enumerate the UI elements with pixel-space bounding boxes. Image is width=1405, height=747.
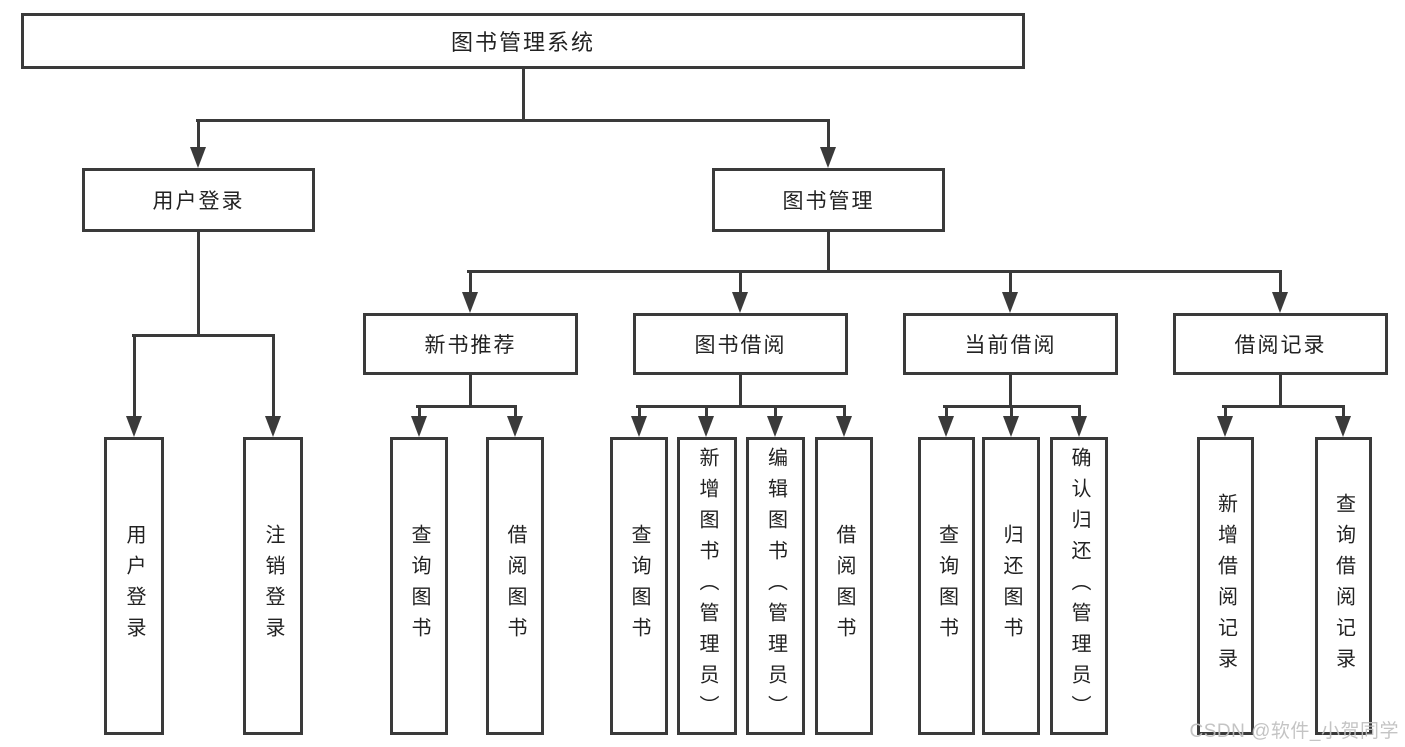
- connector-line: [943, 405, 1081, 408]
- leaf-edit-book-admin-label: 编辑图书（管理员）: [764, 446, 787, 726]
- leaf-logout: 注销登录: [243, 437, 303, 735]
- arrowhead-down-icon: [1217, 416, 1233, 437]
- connector-line: [416, 405, 517, 408]
- connector-line: [1009, 373, 1012, 407]
- arrowhead-down-icon: [1002, 292, 1018, 313]
- connector-line: [774, 405, 777, 418]
- connector-line: [469, 373, 472, 407]
- csdn-watermark: CSDN @软件_小贺同学: [1189, 721, 1399, 742]
- leaf-query-book-3-label: 查询图书: [935, 524, 958, 648]
- node-book-management-label: 图书管理: [782, 190, 875, 213]
- connector-line: [522, 66, 525, 121]
- arrowhead-down-icon: [1071, 416, 1087, 437]
- arrowhead-down-icon: [126, 416, 142, 437]
- leaf-user-login-label: 用户登录: [123, 524, 145, 648]
- leaf-return-book-label: 归还图书: [1000, 524, 1022, 648]
- connector-line: [739, 270, 742, 294]
- connector-line: [1224, 405, 1227, 418]
- leaf-logout-label: 注销登录: [262, 524, 284, 648]
- arrowhead-down-icon: [836, 416, 852, 437]
- connector-line: [827, 119, 830, 149]
- leaf-borrow-book-1-label: 借阅图书: [504, 524, 526, 648]
- connector-line: [197, 119, 200, 149]
- arrowhead-down-icon: [938, 416, 954, 437]
- connector-line: [196, 119, 830, 122]
- leaf-query-book-3: 查询图书: [918, 437, 975, 735]
- leaf-user-login: 用户登录: [104, 437, 164, 735]
- connector-line: [272, 334, 275, 418]
- connector-line: [1279, 373, 1282, 407]
- node-borrow-record-label: 借阅记录: [1234, 334, 1327, 357]
- connector-line: [133, 334, 136, 418]
- connector-line: [418, 405, 421, 418]
- connector-line: [636, 405, 846, 408]
- connector-line: [1009, 270, 1012, 294]
- connector-line: [843, 405, 846, 418]
- leaf-query-book-1-label: 查询图书: [408, 524, 430, 648]
- node-root-label: 图书管理系统: [450, 30, 595, 55]
- leaf-borrow-book-1: 借阅图书: [486, 437, 544, 735]
- node-new-book-recommend-label: 新书推荐: [424, 334, 517, 357]
- node-user-login-label: 用户登录: [152, 190, 245, 213]
- arrowhead-down-icon: [190, 147, 206, 168]
- connector-line: [1279, 270, 1282, 294]
- leaf-add-book-admin: 新增图书（管理员）: [677, 437, 737, 735]
- leaf-add-borrow-record-label: 新增借阅记录: [1214, 493, 1237, 679]
- leaf-edit-book-admin: 编辑图书（管理员）: [746, 437, 805, 735]
- connector-line: [132, 334, 275, 337]
- arrowhead-down-icon: [265, 416, 281, 437]
- connector-line: [1222, 405, 1345, 408]
- arrowhead-down-icon: [767, 416, 783, 437]
- node-book-borrow: 图书借阅: [633, 313, 848, 375]
- leaf-query-borrow-record: 查询借阅记录: [1315, 437, 1372, 735]
- node-current-borrow: 当前借阅: [903, 313, 1118, 375]
- connector-line: [1078, 405, 1081, 418]
- leaf-query-book-1: 查询图书: [390, 437, 448, 735]
- leaf-query-book-2: 查询图书: [610, 437, 668, 735]
- connector-line: [197, 230, 200, 337]
- arrowhead-down-icon: [820, 147, 836, 168]
- arrowhead-down-icon: [698, 416, 714, 437]
- connector-line: [514, 405, 517, 418]
- arrowhead-down-icon: [411, 416, 427, 437]
- node-new-book-recommend: 新书推荐: [363, 313, 578, 375]
- leaf-borrow-book-2-label: 借阅图书: [833, 524, 855, 648]
- arrowhead-down-icon: [631, 416, 647, 437]
- arrowhead-down-icon: [507, 416, 523, 437]
- leaf-query-borrow-record-label: 查询借阅记录: [1332, 493, 1355, 679]
- arrowhead-down-icon: [1272, 292, 1288, 313]
- connector-line: [638, 405, 641, 418]
- connector-line: [1010, 405, 1013, 418]
- leaf-confirm-return-admin: 确认归还（管理员）: [1050, 437, 1108, 735]
- leaf-add-book-admin-label: 新增图书（管理员）: [696, 446, 718, 726]
- arrowhead-down-icon: [1335, 416, 1351, 437]
- node-book-borrow-label: 图书借阅: [694, 334, 787, 357]
- connector-line: [827, 230, 830, 273]
- leaf-confirm-return-admin-label: 确认归还（管理员）: [1068, 446, 1090, 726]
- arrowhead-down-icon: [732, 292, 748, 313]
- node-current-borrow-label: 当前借阅: [964, 334, 1057, 357]
- leaf-borrow-book-2: 借阅图书: [815, 437, 873, 735]
- connector-line: [469, 270, 472, 294]
- connector-line: [705, 405, 708, 418]
- arrowhead-down-icon: [1003, 416, 1019, 437]
- connector-line: [1342, 405, 1345, 418]
- connector-line: [467, 270, 1282, 273]
- arrowhead-down-icon: [462, 292, 478, 313]
- connector-line: [945, 405, 948, 418]
- node-user-login: 用户登录: [82, 168, 315, 232]
- leaf-add-borrow-record: 新增借阅记录: [1197, 437, 1254, 735]
- connector-line: [739, 373, 742, 407]
- node-book-management: 图书管理: [712, 168, 945, 232]
- node-borrow-record: 借阅记录: [1173, 313, 1388, 375]
- leaf-query-book-2-label: 查询图书: [628, 524, 650, 648]
- node-root: 图书管理系统: [21, 13, 1025, 69]
- leaf-return-book: 归还图书: [982, 437, 1040, 735]
